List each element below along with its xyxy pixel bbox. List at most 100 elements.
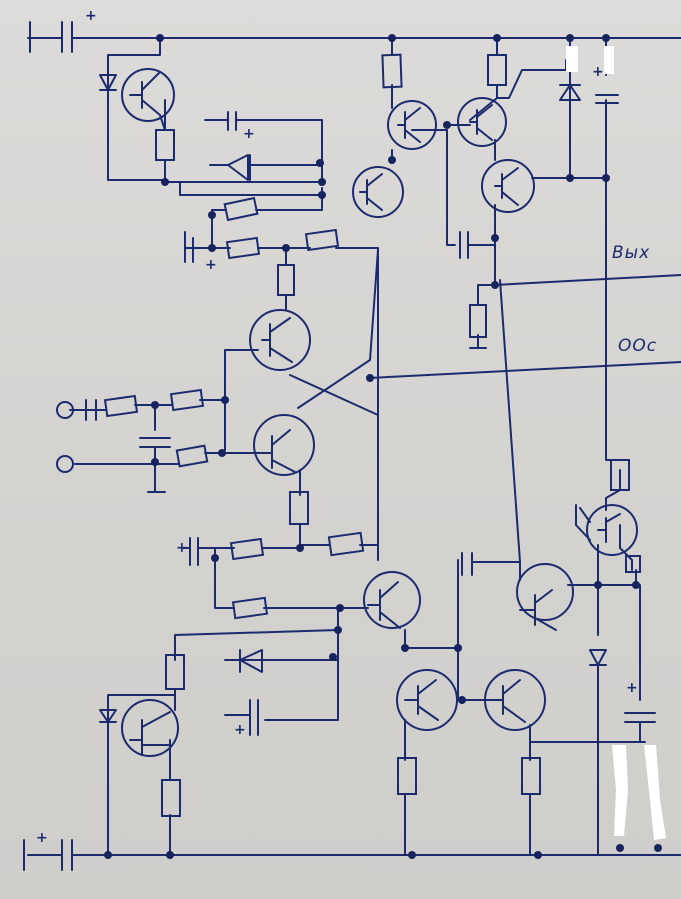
node-dot <box>151 458 159 466</box>
transistor-circle <box>121 68 175 122</box>
node-dot <box>632 581 640 589</box>
node-dot <box>491 234 499 242</box>
resistor <box>223 196 259 222</box>
node-dot <box>401 644 409 652</box>
node-dot <box>221 396 229 404</box>
resistor <box>521 757 541 795</box>
node-dot <box>329 653 337 661</box>
whiteout-mark-top-right <box>604 46 614 74</box>
node-dot <box>443 121 451 129</box>
transistor-circle <box>457 97 507 147</box>
diode-bottom-center <box>239 649 263 673</box>
plus-sign: + <box>234 722 246 738</box>
transistor-circle <box>516 563 574 621</box>
node-dot <box>334 626 342 634</box>
whiteout-mark-top-left <box>566 46 578 72</box>
zener-diode-bottom-left <box>99 709 117 723</box>
resistor <box>625 555 641 573</box>
node-dot <box>566 174 574 182</box>
resistor <box>487 54 507 86</box>
node-dot <box>534 851 542 859</box>
resistor <box>155 129 175 161</box>
resistor <box>289 491 309 525</box>
node-dot <box>161 178 169 186</box>
node-dot <box>151 401 159 409</box>
transistor-circle <box>481 159 535 213</box>
resistor <box>225 236 261 260</box>
node-dot <box>104 851 112 859</box>
resistor <box>304 228 340 252</box>
transistor-circle <box>249 309 311 371</box>
diode-top-right <box>559 84 581 101</box>
node-dot <box>491 281 499 289</box>
input-terminal-1 <box>56 401 74 419</box>
resistor <box>610 459 630 491</box>
resistor <box>277 264 295 296</box>
node-dot <box>408 851 416 859</box>
output-label: Bыx <box>612 243 651 263</box>
resistor <box>175 444 209 468</box>
node-dot <box>594 581 602 589</box>
node-dot <box>218 449 226 457</box>
feedback-label: OOc <box>618 336 658 356</box>
plus-sign: + <box>243 126 255 142</box>
plus-sign: + <box>205 257 217 273</box>
node-dot <box>208 244 216 252</box>
node-dot <box>318 178 326 186</box>
node-dot <box>454 644 462 652</box>
zener-diode-bottom-right <box>589 649 607 666</box>
node-dot <box>654 844 662 852</box>
resistor <box>103 394 139 418</box>
transistor-circle <box>363 571 421 629</box>
node-dot <box>366 374 374 382</box>
node-dot <box>388 34 396 42</box>
transistor-circle <box>253 414 315 476</box>
plus-sign: + <box>176 540 188 556</box>
zener-diode-top-left <box>99 74 117 91</box>
resistor <box>161 779 181 817</box>
transistor-circle <box>396 669 458 731</box>
node-dot <box>388 156 396 164</box>
transistor-circle <box>586 504 638 556</box>
node-dot <box>602 174 610 182</box>
node-dot <box>316 159 324 167</box>
node-dot <box>602 34 610 42</box>
cross-wire-b <box>297 249 379 409</box>
resistor <box>169 388 205 412</box>
node-dot <box>318 191 326 199</box>
top-supply-capacitor <box>27 21 79 53</box>
transistor-circle <box>387 100 437 150</box>
resistor <box>165 654 185 690</box>
whiteout-mark-bottom-right <box>644 745 666 840</box>
resistor <box>229 537 265 561</box>
transistor-circle <box>121 699 179 757</box>
node-dot <box>166 851 174 859</box>
node-dot <box>211 554 219 562</box>
resistor <box>381 53 403 89</box>
plus-sign: + <box>626 680 638 696</box>
node-dot <box>282 244 290 252</box>
node-dot <box>566 34 574 42</box>
bottom-supply-capacitor <box>27 839 79 871</box>
node-dot <box>458 696 466 704</box>
cross-wire-a <box>289 374 379 416</box>
node-dot <box>336 604 344 612</box>
node-dot <box>208 211 216 219</box>
resistor <box>327 531 365 557</box>
node-dot <box>493 34 501 42</box>
node-dot <box>156 34 164 42</box>
resistor <box>397 757 417 795</box>
input-terminal-2 <box>56 455 74 473</box>
node-dot <box>296 544 304 552</box>
transistor-circle <box>352 166 404 218</box>
plus-sign: + <box>85 8 97 24</box>
diode-top-center <box>209 154 323 181</box>
transistor-circle <box>484 669 546 731</box>
plus-sign: + <box>592 64 604 80</box>
resistor <box>469 304 487 338</box>
node-dot <box>616 844 624 852</box>
whiteout-mark-bottom-left <box>612 745 628 836</box>
plus-sign: + <box>36 830 48 846</box>
resistor <box>231 596 269 620</box>
